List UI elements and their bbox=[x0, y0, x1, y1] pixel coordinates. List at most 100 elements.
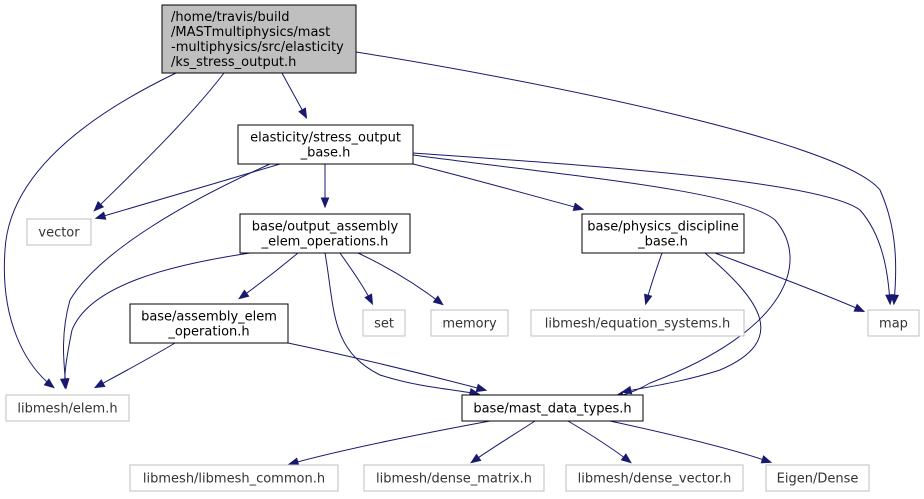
edge-line bbox=[289, 420, 491, 465]
node-mast-data-types[interactable]: base/mast_data_types.h bbox=[461, 394, 644, 422]
edge-stress_output_base-to-vector bbox=[94, 163, 281, 220]
node-memory: memory bbox=[430, 309, 509, 337]
node-label-line: /ks_stress_output.h bbox=[171, 55, 296, 70]
arrowhead bbox=[298, 107, 308, 120]
edges-layer bbox=[3, 51, 900, 466]
node-ks-stress-output[interactable]: /home/travis/build/MASTmultiphysics/mast… bbox=[161, 4, 357, 74]
edge-line bbox=[339, 252, 373, 304]
edge-ks_stress_output-to-vector bbox=[93, 72, 225, 212]
arrowhead bbox=[43, 378, 55, 389]
node-label-line: _operation.h bbox=[167, 325, 249, 340]
node-set: set bbox=[362, 309, 406, 337]
edge-line bbox=[471, 420, 536, 463]
edge-line bbox=[96, 163, 281, 219]
node-label-line: set bbox=[374, 317, 394, 332]
edge-mast_data_types-to-dense_vector bbox=[567, 420, 632, 464]
edge-stress_output_base-to-map bbox=[412, 152, 894, 306]
node-dense-vector: libmesh/dense_vector.h bbox=[565, 464, 744, 492]
node-box bbox=[239, 213, 411, 254]
edge-assembly_elem_operation-to-elem bbox=[93, 342, 176, 389]
node-label-line: base/assembly_elem bbox=[141, 310, 277, 325]
arrowhead bbox=[320, 197, 330, 209]
arrowhead bbox=[572, 202, 585, 211]
node-box bbox=[363, 464, 545, 492]
node-box bbox=[530, 309, 745, 337]
edge-line bbox=[567, 420, 631, 463]
node-libmesh-common: libmesh/libmesh_common.h bbox=[129, 464, 339, 492]
node-label-line: Eigen/Dense bbox=[777, 472, 859, 487]
edge-line bbox=[622, 252, 762, 393]
edge-ks_stress_output-to-map bbox=[355, 51, 900, 306]
node-label-line: base/physics_discipline bbox=[587, 220, 738, 235]
node-box bbox=[237, 124, 414, 165]
node-label-line: _elem_operations.h bbox=[261, 235, 389, 250]
arrowhead bbox=[238, 289, 250, 300]
arrowhead bbox=[470, 453, 482, 464]
edge-ks_stress_output-to-elem bbox=[3, 72, 177, 389]
node-label-line: _base.h bbox=[300, 146, 351, 161]
edge-line bbox=[64, 252, 251, 388]
arrowhead bbox=[59, 378, 69, 390]
edge-line bbox=[412, 163, 583, 210]
node-box bbox=[26, 218, 92, 246]
arrowhead bbox=[432, 295, 444, 306]
node-label-line: vector bbox=[38, 226, 80, 241]
edge-ks_stress_output-to-stress_output_base bbox=[281, 72, 308, 120]
node-output-assembly-elem-operations[interactable]: base/output_assembly_elem_operations.h bbox=[239, 213, 411, 254]
node-dense-matrix: libmesh/dense_matrix.h bbox=[363, 464, 545, 492]
arrowhead bbox=[885, 294, 894, 306]
edge-line bbox=[412, 154, 791, 398]
node-box bbox=[765, 464, 870, 492]
node-elem: libmesh/elem.h bbox=[5, 394, 130, 422]
node-box bbox=[430, 309, 509, 337]
edge-assembly_elem_operation-to-mast_data_types bbox=[287, 342, 488, 393]
edge-line bbox=[3, 72, 177, 388]
node-assembly-elem-operation[interactable]: base/assembly_elem_operation.h bbox=[129, 303, 289, 344]
edge-line bbox=[63, 163, 271, 388]
edge-output_assembly_elem_operations-to-elem bbox=[59, 252, 251, 390]
edge-line bbox=[287, 342, 486, 391]
edge-line bbox=[714, 252, 864, 312]
node-label-line: -multiphysics/src/elasticity bbox=[171, 40, 344, 55]
arrowhead bbox=[620, 453, 632, 464]
arrowhead bbox=[475, 383, 488, 393]
edge-stress_output_base-to-mast_data_types bbox=[412, 154, 791, 400]
node-box bbox=[867, 309, 920, 337]
node-vector: vector bbox=[26, 218, 92, 246]
edge-line bbox=[609, 420, 771, 463]
node-box bbox=[129, 464, 339, 492]
edge-mast_data_types-to-dense_matrix bbox=[470, 420, 536, 464]
node-label-line: libmesh/dense_vector.h bbox=[578, 472, 732, 487]
node-label-line: libmesh/dense_matrix.h bbox=[376, 472, 532, 487]
node-stress-output-base[interactable]: elasticity/stress_output_base.h bbox=[237, 124, 414, 165]
node-box bbox=[129, 303, 289, 344]
edge-physics_discipline_base-to-mast_data_types bbox=[620, 252, 762, 395]
node-box bbox=[565, 464, 744, 492]
node-map: map bbox=[867, 309, 920, 337]
arrowhead bbox=[94, 211, 107, 220]
node-label-line: /home/travis/build bbox=[171, 10, 289, 25]
edge-line bbox=[94, 72, 225, 211]
arrowhead bbox=[620, 385, 633, 395]
edge-stress_output_base-to-output_assembly_elem_operations bbox=[320, 163, 330, 209]
node-label-line: libmesh/libmesh_common.h bbox=[143, 472, 325, 487]
edge-physics_discipline_base-to-map bbox=[714, 252, 866, 312]
edge-line bbox=[95, 342, 176, 388]
arrowhead bbox=[364, 293, 374, 306]
arrowhead bbox=[93, 200, 105, 212]
node-eigen-dense: Eigen/Dense bbox=[765, 464, 870, 492]
node-label-line: _base.h bbox=[637, 235, 688, 250]
node-label-line: elasticity/stress_output bbox=[250, 131, 401, 146]
arrowhead bbox=[644, 293, 653, 306]
arrowhead bbox=[760, 455, 773, 464]
arrowhead bbox=[287, 457, 300, 466]
node-label-line: map bbox=[879, 317, 908, 332]
node-box bbox=[161, 4, 357, 74]
edge-line bbox=[357, 252, 443, 305]
nodes-layer: /home/travis/build/MASTmultiphysics/mast… bbox=[5, 4, 920, 492]
node-box bbox=[362, 309, 406, 337]
edge-line bbox=[355, 51, 897, 304]
edge-physics_discipline_base-to-equation_systems bbox=[644, 252, 663, 306]
node-physics-discipline-base[interactable]: base/physics_discipline_base.h bbox=[581, 213, 745, 254]
edge-output_assembly_elem_operations-to-assembly_elem_operation bbox=[238, 252, 299, 300]
